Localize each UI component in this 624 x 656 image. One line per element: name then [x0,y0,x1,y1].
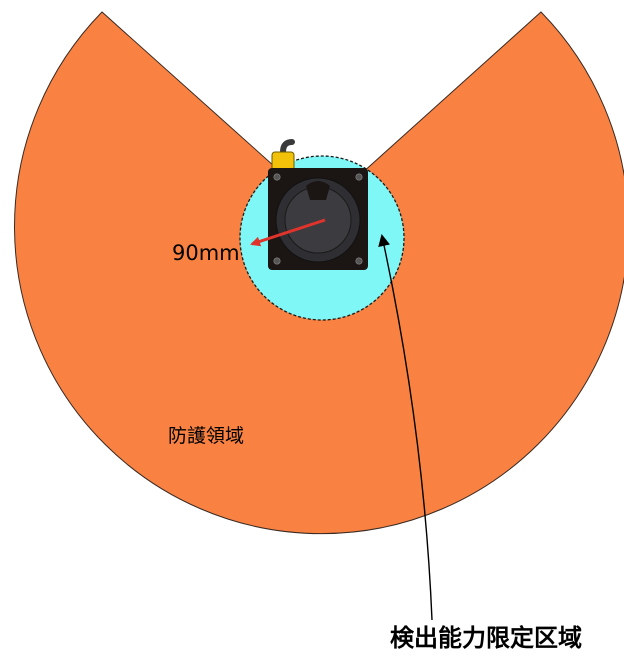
laser-scanner-icon [268,139,368,270]
radius-label: 90mm [172,241,240,265]
radius-arrow [250,218,326,247]
limited-detection-area-label: 検出能力限定区域 [390,624,582,652]
leader-arrow [378,234,433,621]
protection-area-label: 防護領域 [168,425,244,447]
